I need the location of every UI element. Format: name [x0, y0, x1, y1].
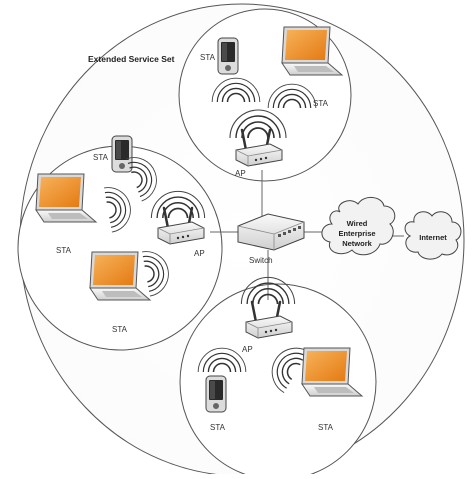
top-phone-sta-label: STA	[200, 53, 216, 62]
left-laptop-bottom-sta-label: STA	[112, 325, 128, 334]
phone-icon	[111, 135, 133, 173]
phone-icon	[205, 375, 227, 413]
left-bss: STA STA STA AP	[35, 135, 206, 334]
left-laptop-top-sta-label: STA	[56, 246, 72, 255]
internet-label: Internet	[419, 233, 447, 242]
phone-icon	[217, 37, 239, 75]
top-bss: STA STA AP	[200, 26, 343, 178]
left-phone-sta-label: STA	[93, 153, 109, 162]
top-laptop-sta-label: STA	[313, 99, 329, 108]
switch-icon	[237, 213, 305, 251]
bottom-ap-label: AP	[242, 345, 253, 354]
wired-network-cloud: Wired Enterprise Network	[321, 197, 396, 256]
internet-cloud: Internet	[404, 211, 462, 260]
bottom-bss-boundary	[179, 283, 377, 479]
switch-label: Switch	[249, 256, 273, 265]
bottom-bss: AP STA STA	[197, 276, 363, 432]
cloud-icon	[321, 197, 396, 256]
top-ap-label: AP	[235, 169, 246, 178]
extended-service-set-title: Extended Service Set	[88, 54, 175, 64]
bottom-laptop-sta-label: STA	[318, 423, 334, 432]
wired-cloud-line-3: Network	[342, 239, 372, 248]
wired-cloud-line-2: Enterprise	[338, 229, 375, 238]
bottom-phone-sta-label: STA	[210, 423, 226, 432]
wired-cloud-line-1: Wired	[347, 219, 368, 228]
left-ap-label: AP	[194, 249, 205, 258]
cloud-icon	[404, 211, 462, 260]
